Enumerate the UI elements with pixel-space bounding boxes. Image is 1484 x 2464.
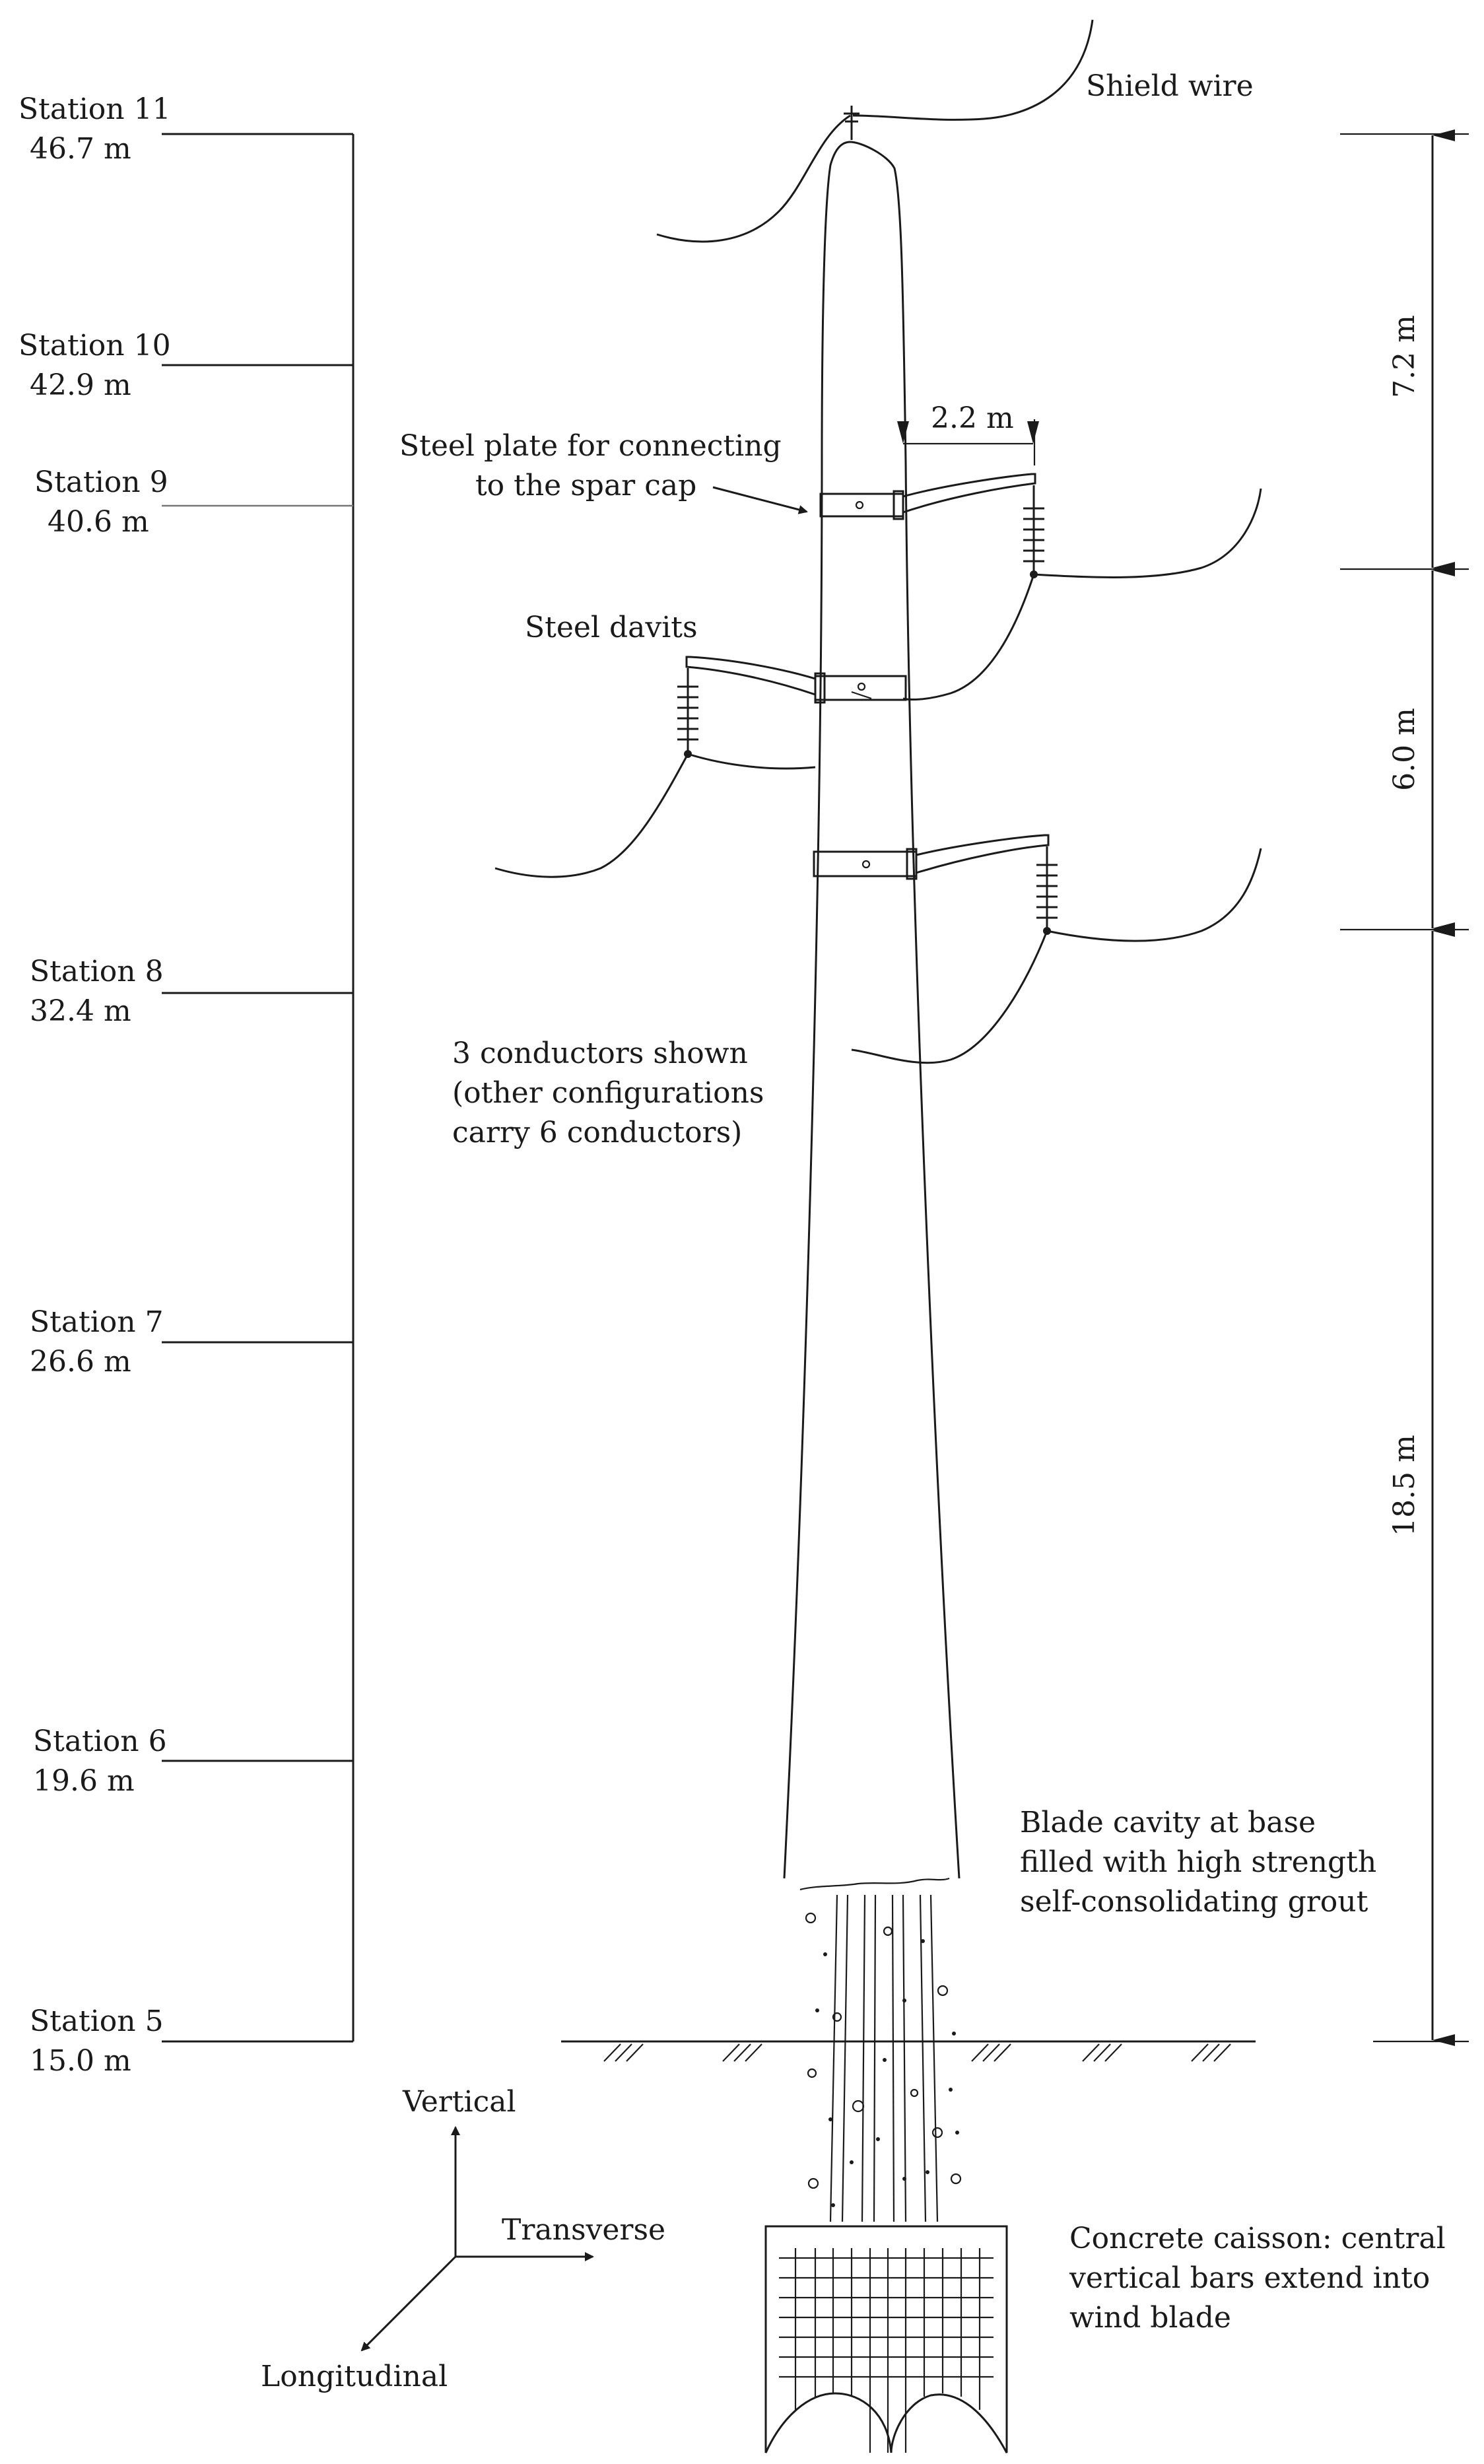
upper-davit [819, 473, 1262, 701]
conductors-label-line1: 3 conductors shown [452, 1037, 748, 1070]
axis-triad: Vertical Transverse Longitudinal [261, 2085, 665, 2393]
station-11-elevation: 46.7 m [30, 132, 131, 166]
steel-plate-label-line2: to the spar cap [475, 469, 696, 502]
axis-transverse-label: Transverse [502, 2213, 665, 2247]
grout-label-line3: self-consolidating grout [1020, 1885, 1368, 1919]
caisson-label-line3: wind blade [1069, 2301, 1231, 2335]
conductors-label-line3: carry 6 conductors) [452, 1116, 742, 1149]
steel-plate-label-line1: Steel plate for connecting [399, 429, 782, 463]
middle-conductor-right [687, 753, 816, 770]
upper-plate-bolt [855, 500, 864, 510]
station-9-elevation: 40.6 m [48, 505, 149, 539]
annotations: Steel plate for connecting to the spar c… [399, 429, 1446, 2335]
upper-steel-plate [819, 493, 904, 518]
dim-label-bottom: 18.5 m [1388, 1435, 1421, 1536]
station-7-name: Station 7 [30, 1305, 164, 1339]
station-8-name: Station 8 [30, 955, 164, 988]
lower-conductor-right [1046, 848, 1262, 942]
axis-longitudinal-label: Longitudinal [261, 2360, 448, 2393]
upper-insulator-discs [1023, 507, 1044, 563]
dim-label-middle: 6.0 m [1388, 708, 1421, 791]
middle-steel-plate [814, 675, 907, 701]
middle-davit-arm [685, 656, 816, 696]
caisson-label-line1: Concrete caisson: central [1069, 2222, 1446, 2255]
middle-insulator-discs [677, 685, 698, 741]
dim-label-top: 7.2 m [1388, 315, 1421, 398]
lower-plate-bracket [906, 848, 918, 880]
grout-filled-base [799, 1877, 962, 2222]
axis-vertical-label: Vertical [402, 2085, 516, 2119]
lower-davit-arm [916, 834, 1050, 874]
station-11-name: Station 11 [18, 92, 171, 126]
grout-rebars [829, 1894, 939, 2222]
conductors-label-line2: (other configurations [452, 1076, 764, 1110]
shield-wire-left [656, 114, 851, 243]
pole-outline [783, 141, 961, 1879]
upper-davit-arm [902, 473, 1036, 514]
grout-aggregate [805, 1912, 962, 2207]
upper-conductor-right [1033, 488, 1262, 578]
station-5-name: Station 5 [30, 2004, 164, 2038]
grout-label-line1: Blade cavity at base [1020, 1806, 1316, 1839]
lower-davit [813, 834, 1262, 1064]
station-6-name: Station 6 [33, 1725, 167, 1758]
upper-conductor-left [902, 574, 1035, 701]
caisson-rebar-grid [779, 2248, 994, 2453]
station-5-elevation: 15.0 m [30, 2044, 131, 2078]
grout-top-surface [799, 1877, 950, 1891]
lower-plate-bolt [861, 860, 871, 869]
lower-insulator-discs [1036, 864, 1058, 919]
axis-longitudinal [360, 2255, 457, 2352]
station-8-elevation: 32.4 m [30, 994, 131, 1028]
upper-plate-bracket [893, 490, 904, 520]
station-6-elevation: 19.6 m [33, 1764, 135, 1798]
station-10-elevation: 42.9 m [30, 368, 131, 402]
shield-wire-right [852, 19, 1094, 121]
middle-plate-tick [851, 691, 872, 700]
concrete-caisson [764, 2225, 1008, 2453]
station-10-name: Station 10 [18, 329, 171, 362]
station-scale: Station 11 46.7 m Station 10 42.9 m Stat… [18, 92, 354, 2078]
middle-davit [494, 656, 907, 878]
middle-plate-bolt [857, 682, 866, 691]
grout-label-line2: filled with high strength [1020, 1845, 1376, 1879]
middle-plate-bracket [814, 672, 826, 704]
wind-blade-pole [783, 106, 961, 1879]
davit-dim-label: 2.2 m [931, 401, 1014, 435]
station-7-elevation: 26.6 m [30, 1345, 131, 1379]
ground-hatching [603, 2043, 1231, 2062]
lower-steel-plate [813, 850, 918, 877]
steel-plate-arrow [712, 486, 808, 514]
lower-conductor-left [851, 930, 1048, 1064]
steel-davits-label: Steel davits [525, 611, 698, 644]
station-9-name: Station 9 [34, 465, 168, 499]
shield-wire: Shield wire [656, 19, 1254, 243]
caisson-outline [764, 2225, 1008, 2453]
middle-conductor-left [494, 753, 689, 878]
caisson-label-line2: vertical bars extend into [1069, 2261, 1430, 2295]
shield-wire-label: Shield wire [1086, 69, 1254, 103]
dimension-lines: 7.2 m 6.0 m 18.5 m 2.2 m [897, 129, 1469, 2046]
ground-line [561, 2040, 1256, 2062]
